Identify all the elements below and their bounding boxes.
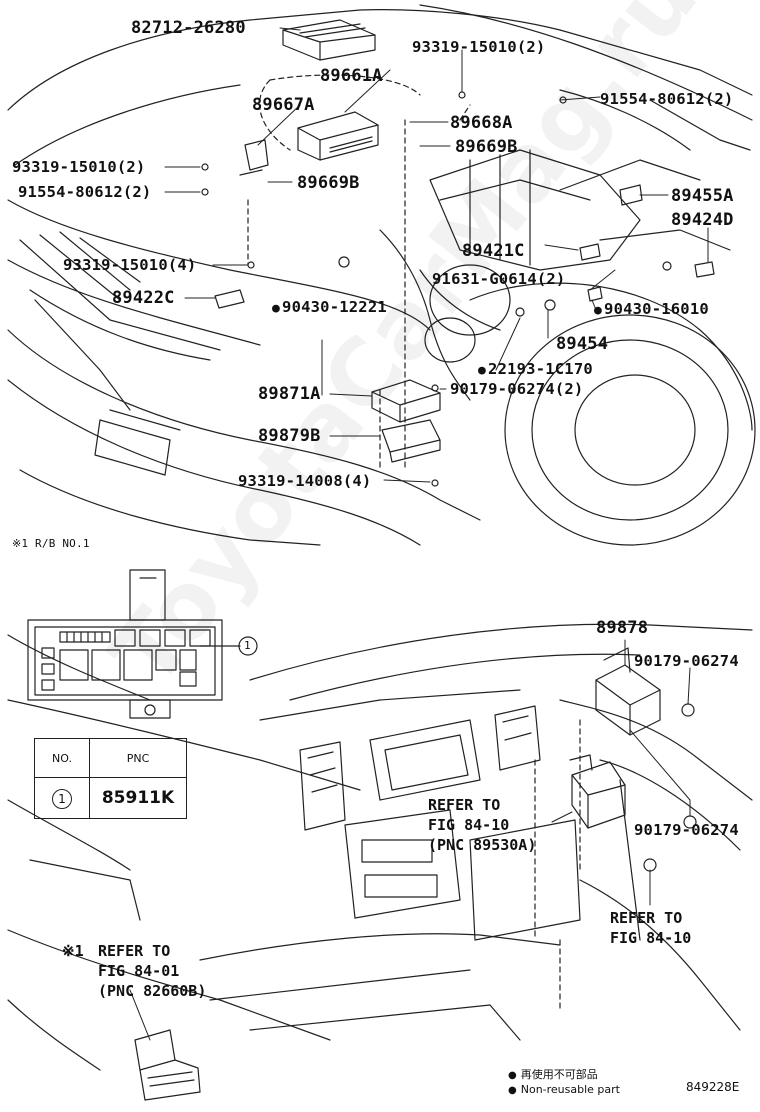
pnc-table-pnc-cell[interactable]: 85911K [89,777,187,819]
part-label-89424d[interactable]: 89424D [671,210,734,230]
legend-text-jp: 再使用不可部品 [520,1068,598,1081]
part-label-90179-06274-2[interactable]: 90179-06274(2) [450,380,584,398]
bracket-89879b [381,419,441,463]
part-label-89879b[interactable]: 89879B [258,426,321,446]
legend-row-jp: ●再使用不可部品 [508,1068,620,1083]
sensor-89422c [214,289,245,309]
part-label-89878[interactable]: 89878 [596,618,649,638]
pnc-table: NO. PNC 1 85911K [34,738,187,819]
part-label-89422c[interactable]: 89422C [112,288,175,308]
part-label-89669b-right[interactable]: 89669B [455,137,518,157]
part-label-91554-80612-left[interactable]: 91554-80612(2) [18,183,152,201]
reference-note-fig-84-01[interactable]: REFER TO FIG 84-01 (PNC 82660B) [98,942,207,1000]
table-row: 1 85911K [34,777,187,819]
relay-block-illustration [27,569,258,719]
leader-lines-lower [129,639,691,1041]
legend: ●再使用不可部品 ●Non-reusable part [508,1068,620,1098]
pnc-table-header-pnc: PNC [89,738,187,778]
reference-note-fig-84-10[interactable]: REFER TO FIG 84-10 [610,909,692,947]
part-label-93319-15010-left[interactable]: 93319-15010(2) [12,158,146,176]
reference-note-fig-84-10-pnc[interactable]: REFER TO FIG 84-10 (PNC 89530A) [428,796,537,854]
pnc-table-header-no: NO. [34,738,90,778]
bracket-89667a [239,139,269,176]
part-label-90179-06274-upper[interactable]: 90179-06274 [634,652,739,670]
control-unit-89530a [569,754,626,829]
legend-bullet-icon: ● [508,1070,517,1081]
part-label-89667a[interactable]: 89667A [252,95,315,115]
part-label-89871a[interactable]: 89871A [258,384,321,404]
part-label-90430-16010[interactable]: 90430-16010 [594,301,709,318]
part-label-90179-06274-lower[interactable]: 90179-06274 [634,821,739,839]
part-label-91554-80612-right[interactable]: 91554-80612(2) [600,90,734,108]
part-label-90430-12221[interactable]: 90430-12221 [272,299,387,316]
figure-id: 849228E [686,1080,740,1094]
part-label-89669b-left[interactable]: 89669B [297,173,360,193]
part-label-82712-26280[interactable]: 82712-26280 [131,18,246,38]
legend-row-en: ●Non-reusable part [508,1083,620,1098]
part-label-22193-1c170[interactable]: 22193-1C170 [478,361,593,378]
part-label-89454[interactable]: 89454 [556,334,609,354]
reference-mark-1: ※1 [62,942,84,960]
part-label-93319-15010-top[interactable]: 93319-15010(2) [412,38,546,56]
horn-component-82660b [134,1029,201,1101]
part-label-91631-g0614[interactable]: 91631-G0614(2) [432,270,566,288]
leader-lines-upper [164,27,709,483]
part-label-93319-15010-4[interactable]: 93319-15010(4) [63,256,197,274]
module-89871a [371,379,441,423]
relay-block-caption: ※1 R/B NO.1 [12,537,90,550]
pnc-table-no-value: 1 [52,788,72,809]
legend-text-en: Non-reusable part [520,1083,620,1096]
relay-module-82712 [282,19,376,61]
engine-ecu-89661a [297,111,379,161]
callout-number-1: 1 [244,639,251,652]
part-label-89661a[interactable]: 89661A [320,66,383,86]
pnc-table-no-cell: 1 [34,777,90,819]
part-label-89668a[interactable]: 89668A [450,113,513,133]
part-label-89421c[interactable]: 89421C [462,241,525,261]
dashboard-illustration [7,623,753,1071]
part-label-93319-14008[interactable]: 93319-14008(4) [238,472,372,490]
legend-bullet-icon: ● [508,1085,517,1096]
part-label-89455a[interactable]: 89455A [671,186,734,206]
